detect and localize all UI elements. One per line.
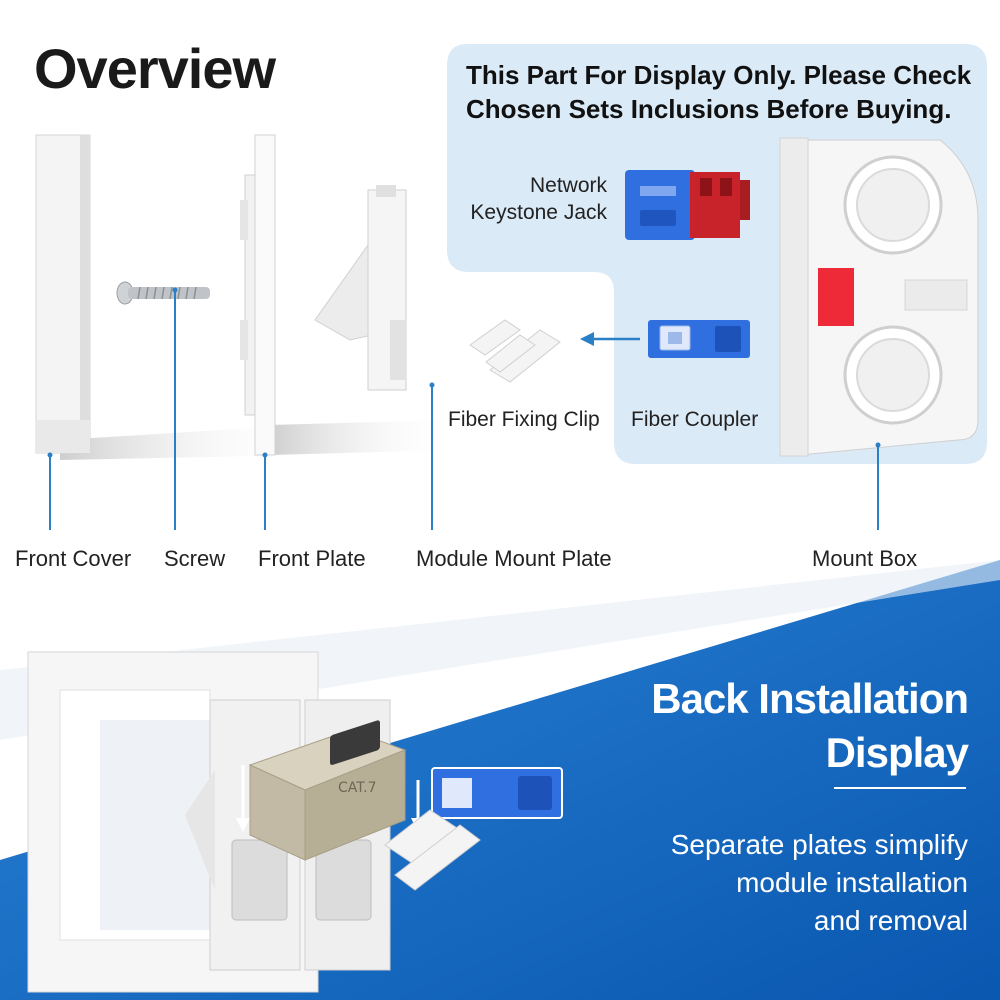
leader-lines: [49, 290, 879, 530]
back-installation-title-line1: Back Installation: [651, 675, 969, 722]
direction-arrow: [580, 332, 640, 346]
module-mount-plate-label: Module Mount Plate: [416, 546, 612, 571]
front-plate-illustration: [240, 134, 455, 456]
front-plate-label: Front Plate: [258, 546, 366, 571]
back-installation-illustration: CAT.7: [27, 651, 563, 993]
screw-illustration: [116, 281, 210, 305]
jack-print-text: CAT.7: [338, 780, 377, 796]
fiber-fixing-clip-illustration: [469, 319, 561, 383]
overview-title: Overview: [34, 37, 276, 100]
shielded-keystone-jack: CAT.7: [248, 720, 407, 861]
description-line2: module installation: [736, 867, 968, 898]
front-cover-label: Front Cover: [15, 546, 132, 571]
fiber-coupler-illustration: [648, 320, 750, 358]
description-line1: Separate plates simplify: [670, 829, 968, 860]
module-mount-plate-illustration: [314, 185, 407, 391]
back-installation-description: Separate plates simplify module installa…: [628, 826, 968, 940]
screw-label: Screw: [164, 546, 226, 571]
mount-box-illustration: [779, 137, 979, 457]
fiber-coupler-back: [431, 767, 563, 819]
exploded-view: [35, 134, 979, 530]
back-installation-title-line2: Display: [825, 729, 969, 776]
network-keystone-label: Network Keystone Jack: [462, 172, 607, 226]
fiber-coupler-label: Fiber Coupler: [631, 408, 759, 431]
notice-text: This Part For Display Only. Please Check…: [466, 60, 972, 124]
front-cover-illustration: [35, 134, 310, 460]
network-keystone-label-line1: Network: [529, 174, 607, 197]
fiber-fixing-clip-label: Fiber Fixing Clip: [448, 408, 600, 431]
fiber-clip-back: [384, 809, 481, 891]
network-keystone-label-line2: Keystone Jack: [470, 201, 607, 224]
description-line3: and removal: [813, 905, 968, 936]
mount-box-label: Mount Box: [812, 546, 918, 571]
network-keystone-module: [625, 170, 750, 240]
back-installation-title: Back Installation Display: [651, 672, 969, 780]
title-divider: [834, 787, 966, 789]
